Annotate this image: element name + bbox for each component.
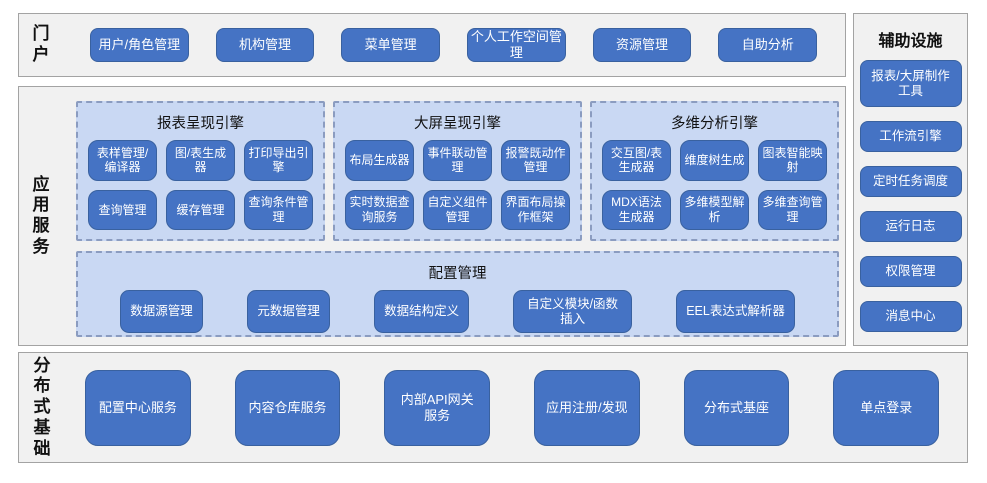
engine-node: 多维模型解析	[680, 189, 749, 230]
engine-node: 自定义组件管理	[423, 189, 492, 230]
auxiliary-button-column: 报表/大屏制作工具 工作流引擎 定时任务调度 运行日志 权限管理 消息中心	[859, 60, 962, 332]
report-engine-title: 报表呈现引擎	[157, 116, 244, 132]
app-services-section: 应用服务 报表呈现引擎 表样管理/编译器 图/表生成器 打印导出引擎 查询管理 …	[18, 86, 846, 346]
engine-node: 多维查询管理	[758, 189, 827, 230]
dashboard-engine-title: 大屏呈现引擎	[414, 116, 501, 132]
aux-node-permission-mgmt: 权限管理	[859, 256, 962, 287]
aux-node-task-scheduler: 定时任务调度	[859, 166, 962, 197]
infra-node-app-registry: 应用注册/发现	[534, 369, 640, 446]
infra-node-sso: 单点登录	[833, 369, 940, 446]
portal-node-menu-mgmt: 菜单管理	[341, 28, 441, 62]
portal-node-resource-mgmt: 资源管理	[592, 28, 692, 62]
portal-node-user-role-mgmt: 用户/角色管理	[90, 28, 189, 62]
infra-node-api-gateway: 内部API网关服务	[384, 369, 491, 446]
dashboard-engine-group: 大屏呈现引擎 布局生成器 事件联动管理 报警既动作管理 实时数据查询服务 自定义…	[333, 101, 582, 241]
portal-node-workspace-mgmt: 个人工作空间管理	[467, 28, 566, 62]
app-services-section-label: 应用服务	[32, 174, 50, 256]
olap-engine-title: 多维分析引擎	[671, 116, 758, 132]
engine-node: 事件联动管理	[423, 140, 492, 181]
config-node-data-structure: 数据结构定义	[374, 290, 470, 333]
engine-node: 界面布局操作框架	[501, 189, 570, 230]
aux-node-report-dashboard-tool: 报表/大屏制作工具	[859, 60, 962, 107]
engine-node: 图/表生成器	[166, 140, 235, 181]
engine-node: 图表智能映射	[758, 140, 827, 181]
engine-node: 布局生成器	[345, 140, 414, 181]
config-mgmt-group: 配置管理 数据源管理 元数据管理 数据结构定义 自定义模块/函数插入 EEL表达…	[76, 251, 839, 337]
olap-engine-group: 多维分析引擎 交互图/表生成器 维度树生成 图表智能映射 MDX语法生成器 多维…	[590, 101, 839, 241]
engine-node: 缓存管理	[166, 189, 235, 230]
infra-node-distributed-base: 分布式基座	[683, 369, 790, 446]
infra-node-config-center: 配置中心服务	[85, 369, 191, 446]
distributed-foundation-section: 分布式基础 配置中心服务 内容仓库服务 内部API网关服务 应用注册/发现 分布…	[18, 352, 968, 463]
engine-node: 报警既动作管理	[501, 140, 570, 181]
aux-node-run-log: 运行日志	[859, 211, 962, 242]
portal-button-row: 用户/角色管理 机构管理 菜单管理 个人工作空间管理 资源管理 自助分析	[52, 28, 845, 62]
engine-node: 交互图/表生成器	[602, 140, 671, 181]
engine-node: 表样管理/编译器	[88, 140, 157, 181]
app-services-content: 报表呈现引擎 表样管理/编译器 图/表生成器 打印导出引擎 查询管理 缓存管理 …	[52, 87, 845, 345]
config-mgmt-title: 配置管理	[428, 266, 487, 282]
engine-node: 打印导出引擎	[244, 140, 313, 181]
olap-engine-grid: 交互图/表生成器 维度树生成 图表智能映射 MDX语法生成器 多维模型解析 多维…	[602, 140, 827, 230]
portal-section: 门户 用户/角色管理 机构管理 菜单管理 个人工作空间管理 资源管理 自助分析	[18, 13, 846, 77]
aux-node-message-center: 消息中心	[859, 301, 962, 332]
config-node-custom-module: 自定义模块/函数插入	[513, 290, 633, 333]
engine-node: 实时数据查询服务	[345, 189, 414, 230]
report-engine-grid: 表样管理/编译器 图/表生成器 打印导出引擎 查询管理 缓存管理 查询条件管理	[88, 140, 313, 230]
portal-node-self-service-analysis: 自助分析	[718, 28, 818, 62]
engine-node: MDX语法生成器	[602, 189, 671, 230]
config-node-eel-parser: EEL表达式解析器	[676, 290, 795, 333]
engine-groups-row: 报表呈现引擎 表样管理/编译器 图/表生成器 打印导出引擎 查询管理 缓存管理 …	[76, 101, 839, 241]
portal-node-org-mgmt: 机构管理	[215, 28, 315, 62]
engine-node: 维度树生成	[680, 140, 749, 181]
report-engine-group: 报表呈现引擎 表样管理/编译器 图/表生成器 打印导出引擎 查询管理 缓存管理 …	[76, 101, 325, 241]
infra-node-content-repo: 内容仓库服务	[234, 369, 341, 446]
dashboard-engine-grid: 布局生成器 事件联动管理 报警既动作管理 实时数据查询服务 自定义组件管理 界面…	[345, 140, 570, 230]
auxiliary-section-title: 辅助设施	[878, 33, 943, 50]
engine-node: 查询条件管理	[244, 189, 313, 230]
distributed-button-row: 配置中心服务 内容仓库服务 内部API网关服务 应用注册/发现 分布式基座 单点…	[53, 369, 967, 446]
config-node-datasource-mgmt: 数据源管理	[120, 290, 204, 333]
auxiliary-section: 辅助设施 报表/大屏制作工具 工作流引擎 定时任务调度 运行日志 权限管理 消息…	[853, 13, 968, 346]
aux-node-workflow-engine: 工作流引擎	[859, 121, 962, 152]
portal-section-label: 门户	[32, 24, 50, 64]
config-node-metadata-mgmt: 元数据管理	[247, 290, 331, 333]
distributed-section-label: 分布式基础	[33, 355, 51, 458]
engine-node: 查询管理	[88, 189, 157, 230]
config-mgmt-row: 数据源管理 元数据管理 数据结构定义 自定义模块/函数插入 EEL表达式解析器	[88, 290, 827, 333]
